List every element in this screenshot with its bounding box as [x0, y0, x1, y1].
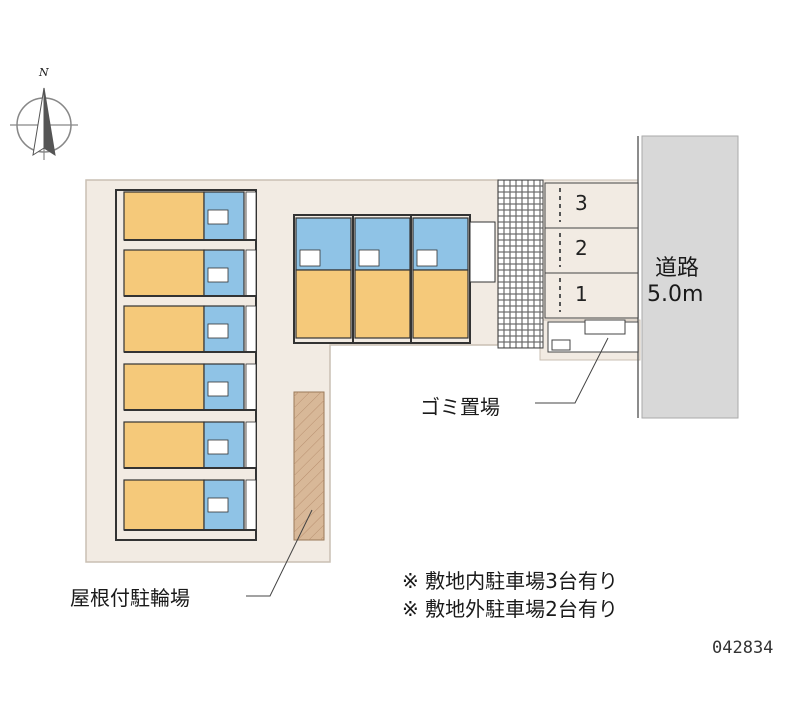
- parking-area: [544, 182, 639, 319]
- property-code: 042834: [712, 638, 774, 658]
- trash-leader-line: [535, 337, 609, 404]
- road-name: 道路: [655, 256, 700, 281]
- north-label: N: [39, 66, 49, 79]
- building-west: [115, 189, 257, 541]
- grating-strip: [497, 179, 544, 349]
- parking-slot-2-number: 2: [575, 236, 588, 260]
- bike-leader-line: [246, 509, 313, 597]
- parking-slot-1-number: 1: [575, 282, 588, 306]
- parking-note-onsite: ※ 敷地内駐車場3台有り: [402, 569, 618, 593]
- building-north: [293, 214, 496, 344]
- bike-parking-label: 屋根付駐輪場: [70, 586, 190, 610]
- north-arrow-icon: [10, 87, 78, 160]
- bike-shelter: [293, 391, 325, 541]
- trash-area-label: ゴミ置場: [420, 395, 500, 419]
- road-width: 5.0m: [647, 282, 704, 307]
- parking-note-offsite: ※ 敷地外駐車場2台有り: [402, 597, 618, 621]
- trash-area: [547, 319, 639, 353]
- parking-slot-3-number: 3: [575, 191, 588, 215]
- road: [641, 135, 739, 419]
